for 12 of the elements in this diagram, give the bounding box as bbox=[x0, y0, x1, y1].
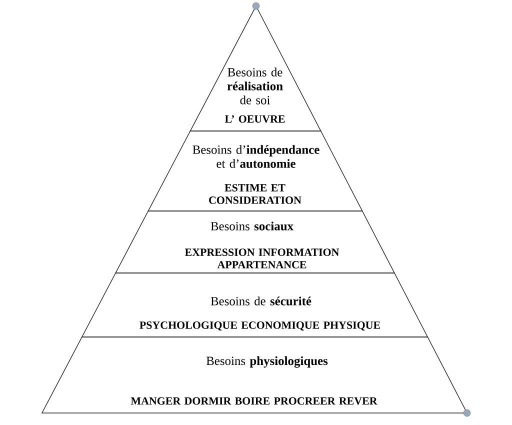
pyramid-level bbox=[115, 210, 396, 274]
pyramid-level bbox=[148, 130, 363, 212]
level-items: MANGER DORMIR BOIRE PROCREER REVER bbox=[130, 397, 378, 405]
level-items: PSYCHOLOGIQUE ECONOMIQUE PHYSIQUE bbox=[140, 322, 380, 331]
level-heading: Besoins physiologiques bbox=[206, 356, 328, 368]
level-heading: Besoins de réalisation de soi bbox=[227, 68, 283, 104]
level-items: L’ OEUVRE bbox=[224, 115, 285, 123]
level-heading: Besoins sociaux bbox=[210, 222, 294, 230]
level-items: ESTIME ET CONSIDERATION bbox=[209, 184, 302, 204]
level-heading: Besoins de sécurité bbox=[210, 296, 312, 306]
level-heading: Besoins d’indépendance et d’autonomie bbox=[192, 145, 320, 168]
level-items: EXPRESSION INFORMATION APPARTENANCE bbox=[184, 248, 340, 268]
